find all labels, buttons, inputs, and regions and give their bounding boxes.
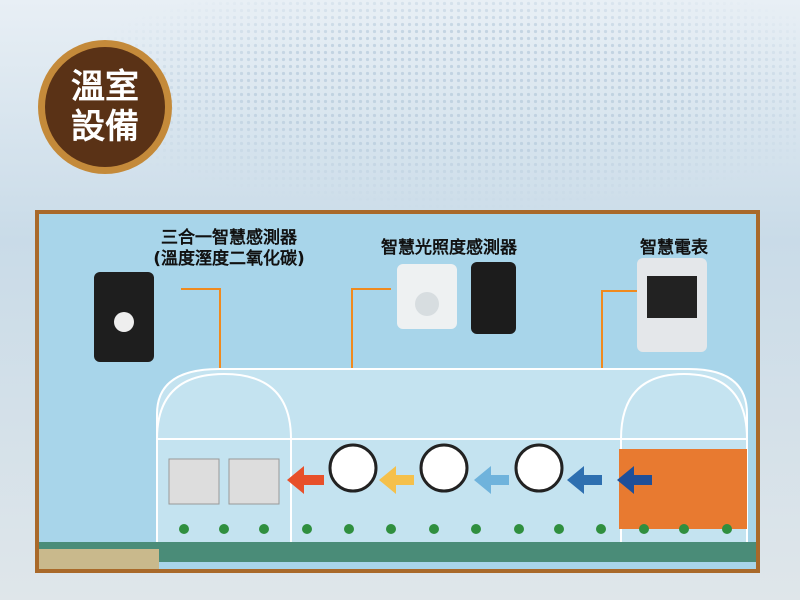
co2-sensor-image bbox=[94, 272, 154, 362]
badge-line2: 設備 bbox=[71, 107, 139, 147]
device-label-light-sensor: 智慧光照度感測器 bbox=[381, 238, 517, 258]
section-badge: 溫室 設備 bbox=[38, 40, 172, 174]
smart-meter-image bbox=[637, 258, 707, 352]
device-label-smart-meter: 智慧電表 bbox=[640, 238, 708, 258]
greenhouse-illustration bbox=[39, 368, 756, 569]
leader-line bbox=[351, 288, 391, 368]
leader-line bbox=[181, 288, 221, 368]
greenhouse-diagram: 三合一智慧感測器(溫度溼度二氧化碳) 智慧光照度感測器 智慧電表 bbox=[35, 210, 760, 573]
badge-line1: 溫室 bbox=[71, 67, 139, 107]
leader-line bbox=[601, 290, 641, 368]
light-sensor-transmitter-image bbox=[471, 262, 516, 334]
device-label-co2-sensor: 三合一智慧感測器(溫度溼度二氧化碳) bbox=[153, 228, 305, 269]
light-sensor-image bbox=[397, 264, 457, 329]
